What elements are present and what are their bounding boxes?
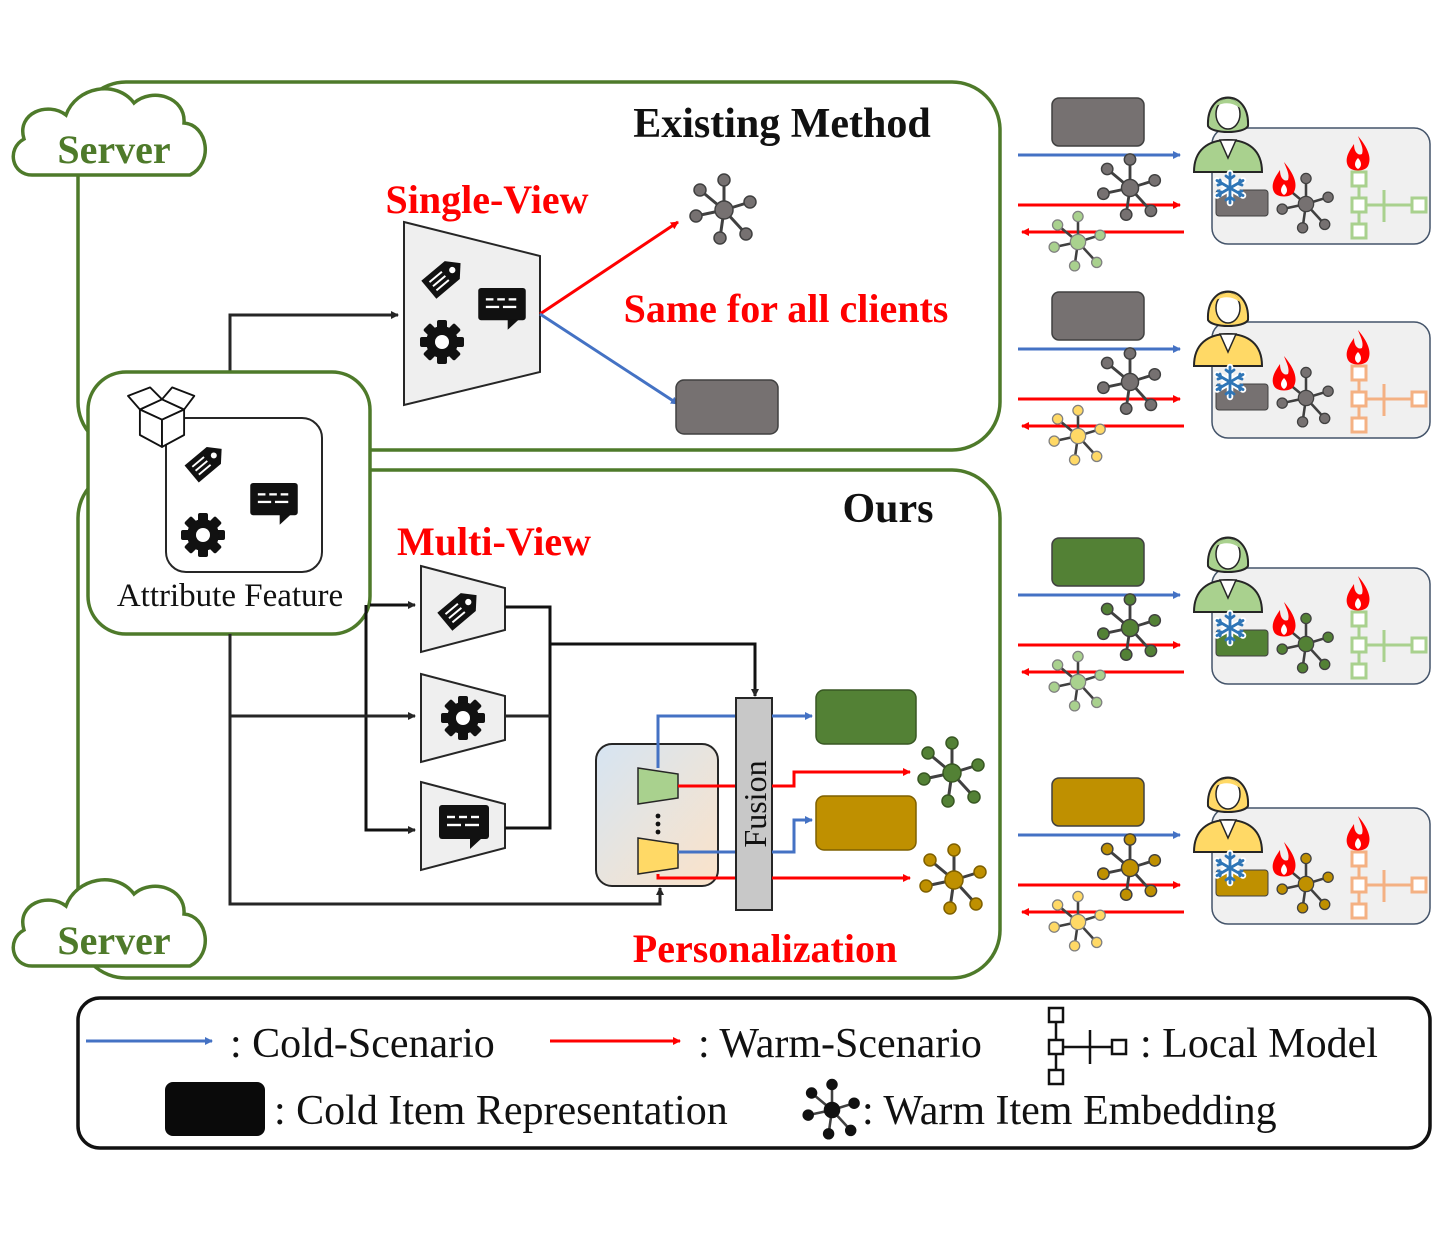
- encoder-output-arrows: [505, 605, 759, 830]
- gear-view-encoder: [420, 672, 506, 764]
- legend-cold-item-swatch: [165, 1082, 265, 1136]
- embedding-icon: [919, 843, 987, 915]
- embedding-icon-gold: [919, 843, 987, 915]
- cold-representation: [1051, 291, 1145, 341]
- user-icon: [1192, 96, 1264, 173]
- warm-arrow-single: [539, 220, 679, 316]
- multi-view-label: Multi-View: [397, 519, 591, 564]
- existing-method-title: Existing Method: [633, 101, 931, 147]
- same-for-all-clients-label: Same for all clients: [624, 286, 949, 331]
- message-view-encoder: [420, 780, 506, 872]
- cold-arrow-single: [539, 312, 679, 406]
- embedding-icon: [917, 736, 985, 808]
- embedding-icon: [802, 1078, 860, 1140]
- embedding-icon: [1048, 210, 1106, 272]
- user-icon: [1192, 536, 1264, 613]
- legend-local-model: : Local Model: [1140, 1021, 1378, 1067]
- cold-representation: [1051, 777, 1145, 827]
- embedding-icon: [1048, 650, 1106, 712]
- local-model-icon: [1350, 170, 1428, 240]
- embedding-icon-green: [917, 736, 985, 808]
- user-icon: [1192, 776, 1264, 853]
- embedding-icon: [1096, 347, 1162, 416]
- client-1: [1018, 96, 1431, 272]
- local-model-icon: [1350, 364, 1428, 434]
- local-model-icon: [1350, 610, 1428, 680]
- cold-representation: [1051, 537, 1145, 587]
- single-view-encoder: [403, 220, 541, 407]
- single-view-label: Single-View: [386, 177, 589, 222]
- legend-cold-item-representation: : Cold Item Representation: [274, 1088, 728, 1134]
- fusion-output-arrows: [772, 712, 911, 882]
- embedding-icon-shared: [689, 173, 757, 245]
- multi-view-input-arrows: [228, 601, 664, 906]
- client-4: [1018, 776, 1431, 952]
- personalization-arrows: [656, 714, 736, 880]
- legend: : Cold-Scenario : Warm-Scenario : Local …: [76, 996, 1432, 1150]
- cold-representation-gold: [815, 795, 917, 851]
- gear-icon: [441, 696, 485, 740]
- local-model-icon: [1047, 1006, 1128, 1086]
- server-cloud-top: Server: [11, 87, 208, 177]
- legend-cold-scenario: : Cold-Scenario: [230, 1021, 495, 1067]
- personalization-label: Personalization: [633, 926, 897, 971]
- gear-icon: [420, 320, 464, 364]
- legend-warm-item-embedding: : Warm Item Embedding: [862, 1088, 1277, 1134]
- clients-column: [1018, 96, 1431, 952]
- tag-view-encoder: [420, 564, 506, 654]
- legend-embedding-icon: [802, 1078, 860, 1140]
- embedding-icon: [1096, 833, 1162, 902]
- local-model-icon: [1350, 850, 1428, 920]
- attribute-feature-label: Attribute Feature: [117, 578, 343, 614]
- user-icon: [1192, 290, 1264, 367]
- cold-representation-shared: [675, 379, 779, 435]
- server-label-top: Server: [57, 127, 170, 172]
- embedding-icon: [1048, 890, 1106, 952]
- legend-warm-scenario: : Warm-Scenario: [698, 1021, 982, 1067]
- arrow-attribute-to-single-encoder: [228, 311, 399, 372]
- embedding-icon: [1048, 404, 1106, 466]
- embedding-icon: [689, 173, 757, 245]
- fusion-label: Fusion: [737, 760, 773, 847]
- ours-title: Ours: [842, 486, 933, 532]
- embedding-icon: [1276, 612, 1334, 674]
- fusion-block: Fusion: [735, 697, 773, 911]
- embedding-icon: [1096, 593, 1162, 662]
- server-label-bottom: Server: [57, 918, 170, 963]
- server-cloud-bottom: Server: [11, 878, 208, 968]
- client-3: [1018, 536, 1431, 712]
- embedding-icon: [1096, 153, 1162, 222]
- attribute-feature-panel: Attribute Feature: [86, 370, 372, 636]
- cold-representation: [1051, 97, 1145, 147]
- cold-representation-green: [815, 689, 917, 745]
- client-2: [1018, 290, 1431, 466]
- gear-icon: [181, 513, 225, 557]
